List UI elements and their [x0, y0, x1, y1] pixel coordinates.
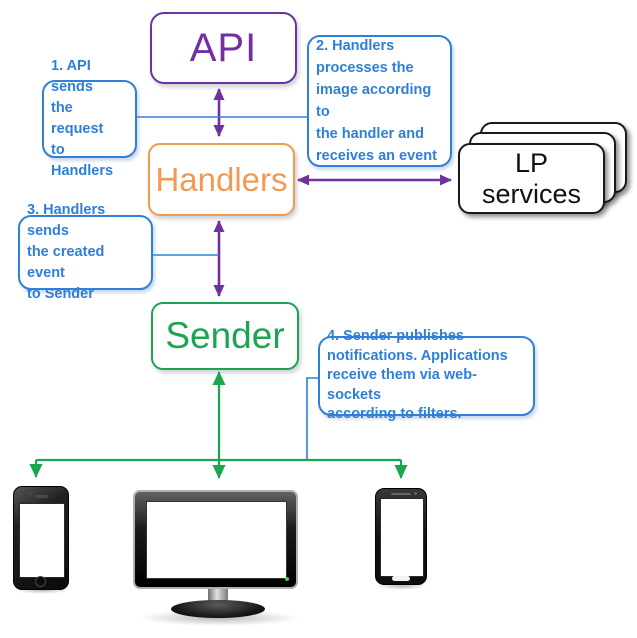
node-handlers: Handlers — [148, 143, 295, 216]
node-sender-label: Sender — [165, 315, 285, 356]
callout-4-sender-notifications: 4. Sender publishes notifications. Appli… — [318, 328, 535, 422]
callout-3-text: 3. Handlers sends the created event to S… — [27, 202, 106, 302]
phone-screen — [380, 498, 424, 577]
smartphone-iphone-icon — [13, 486, 69, 590]
phone-shadow — [377, 582, 427, 590]
monitor-power-led — [285, 577, 289, 581]
callout-1-api-request: 1. API sends the request to Handlers — [42, 58, 137, 179]
smartphone-android-icon — [375, 488, 427, 585]
monitor-icon — [133, 490, 298, 589]
phone-camera-dot — [29, 492, 32, 495]
phone-shadow — [15, 586, 69, 594]
monitor-stand-base — [171, 600, 265, 618]
node-api: API — [150, 12, 297, 84]
callout-3-handlers-event: 3. Handlers sends the created event to S… — [18, 202, 153, 302]
phone-home-button — [35, 576, 46, 587]
phone-speaker-slot — [35, 495, 48, 498]
node-api-label: API — [189, 25, 258, 70]
phone-home-button — [392, 576, 410, 581]
callout-leader-lines — [137, 116, 319, 460]
callout-2-handlers-processing: 2. Handlers processes the image accordin… — [307, 35, 452, 167]
callout-1-text: 1. API sends the request to Handlers — [51, 58, 114, 179]
phone-speaker-slot — [391, 493, 411, 495]
monitor-screen — [146, 501, 287, 579]
phone-camera-dot — [414, 492, 417, 495]
node-lp-services: LP services — [458, 143, 605, 214]
node-handlers-label: Handlers — [155, 160, 288, 198]
callout-4-text: 4. Sender publishes notifications. Appli… — [327, 328, 508, 423]
phone-screen — [19, 503, 65, 578]
callout-2-text: 2. Handlers processes the image accordin… — [316, 38, 437, 164]
arrow-sender-devices — [29, 371, 408, 479]
node-lp-services-label: LP services — [481, 147, 582, 209]
node-sender: Sender — [151, 302, 299, 370]
monitor-stand-neck — [208, 589, 228, 603]
